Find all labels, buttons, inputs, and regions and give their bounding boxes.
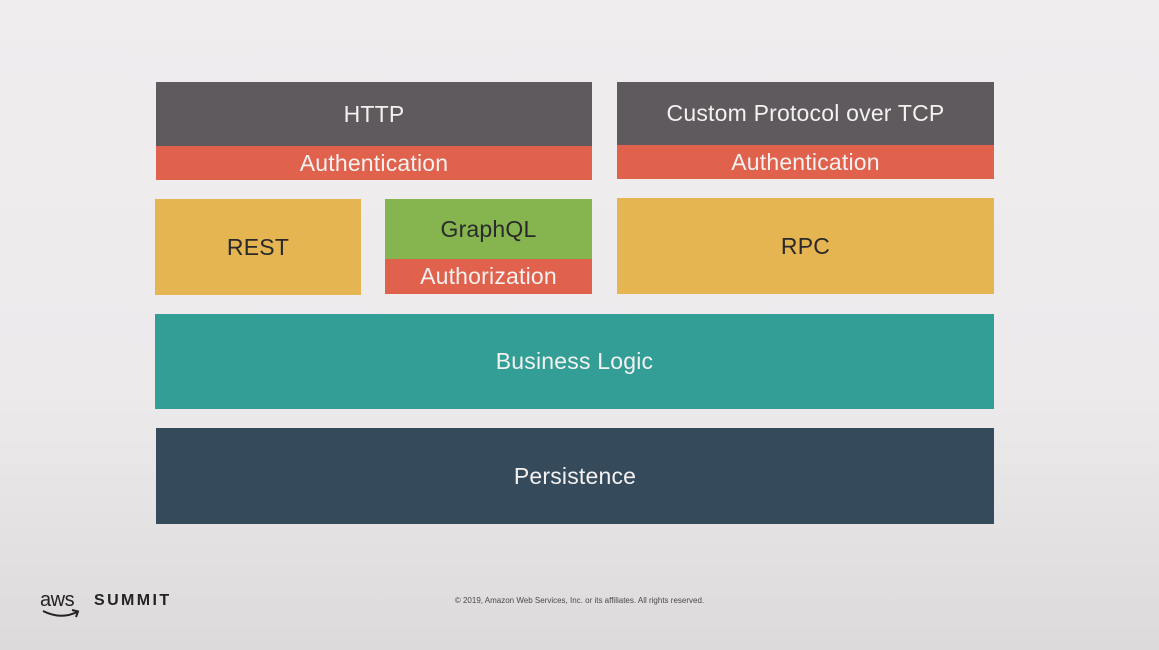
aws-summit-logo: aws SUMMIT [40, 590, 172, 620]
graphql-authorization-label: Authorization [420, 263, 557, 289]
aws-logo: aws [40, 590, 84, 620]
tcp-authentication-label: Authentication [731, 148, 880, 175]
rpc-layer: RPC [617, 198, 994, 294]
business-logic-label: Business Logic [495, 348, 654, 374]
summit-logo-text: SUMMIT [94, 592, 172, 609]
persistence-label: Persistence [513, 462, 637, 489]
graphql-authorization-layer: Authorization [385, 259, 592, 294]
tcp-label: Custom Protocol over TCP [666, 100, 945, 126]
graphql-label: GraphQL [440, 215, 537, 242]
tcp-layer: Custom Protocol over TCP [617, 82, 994, 145]
tcp-authentication-layer: Authentication [617, 145, 994, 179]
business-logic-layer: Business Logic [155, 314, 994, 409]
rest-layer: REST [155, 199, 361, 295]
copyright-notice: © 2019, Amazon Web Services, Inc. or its… [454, 596, 705, 605]
http-authentication-layer: Authentication [156, 146, 592, 180]
graphql-layer: GraphQL [385, 199, 592, 259]
rpc-label: RPC [780, 232, 831, 259]
aws-smile-icon [42, 609, 80, 618]
aws-logo-text: aws [40, 589, 75, 611]
persistence-layer: Persistence [156, 428, 994, 524]
http-label: HTTP [343, 100, 405, 127]
http-authentication-label: Authentication [299, 149, 449, 176]
rest-label: REST [226, 233, 290, 260]
http-layer: HTTP [156, 82, 592, 146]
